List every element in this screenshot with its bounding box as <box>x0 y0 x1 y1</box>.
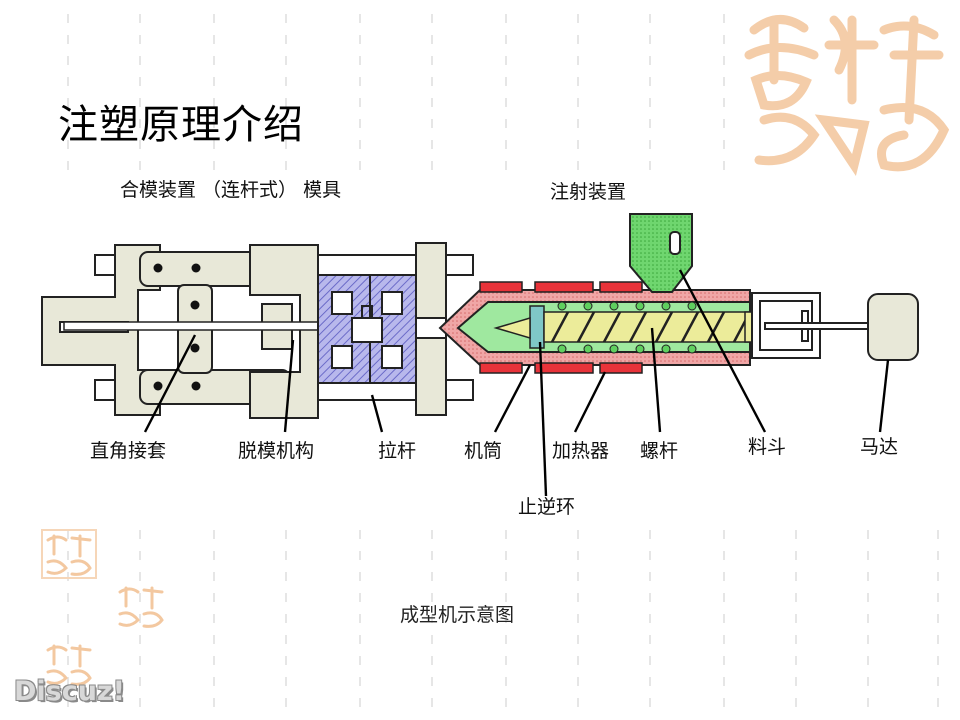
slide-title: 注塑原理介绍 <box>58 102 304 148</box>
label-check-ring: 止逆环 <box>518 496 575 518</box>
label-screw: 螺杆 <box>640 440 678 462</box>
label-tie-bar: 拉杆 <box>378 440 416 462</box>
screw-tip <box>493 316 531 340</box>
seal-stamp-large <box>744 15 950 176</box>
motor <box>867 293 919 361</box>
label-hopper: 料斗 <box>748 436 786 458</box>
discuz-watermark: Discuz! <box>14 676 125 707</box>
ejector-rod <box>63 321 355 331</box>
mold <box>317 274 417 384</box>
seal-stamp-small-1 <box>41 529 97 579</box>
label-injection-unit: 注射装置 <box>550 181 626 203</box>
label-toggle-sleeve: 直角接套 <box>90 440 166 462</box>
label-ejector: 脱模机构 <box>238 440 314 462</box>
diagram-caption: 成型机示意图 <box>399 604 514 626</box>
label-motor: 马达 <box>860 436 898 458</box>
label-heater: 加热器 <box>552 440 609 462</box>
leader-lines <box>143 269 890 497</box>
heater-bands <box>479 281 643 374</box>
seal-stamp-small-2 <box>118 586 164 628</box>
label-barrel: 机筒 <box>464 440 502 462</box>
moving-platen <box>249 244 319 419</box>
hopper <box>629 213 693 293</box>
label-clamp-unit: 合模装置 （连杆式） 模具 <box>120 179 341 201</box>
drive-coupling <box>751 292 871 359</box>
seal-stamp-small-3 <box>46 644 92 686</box>
check-ring <box>529 305 545 349</box>
